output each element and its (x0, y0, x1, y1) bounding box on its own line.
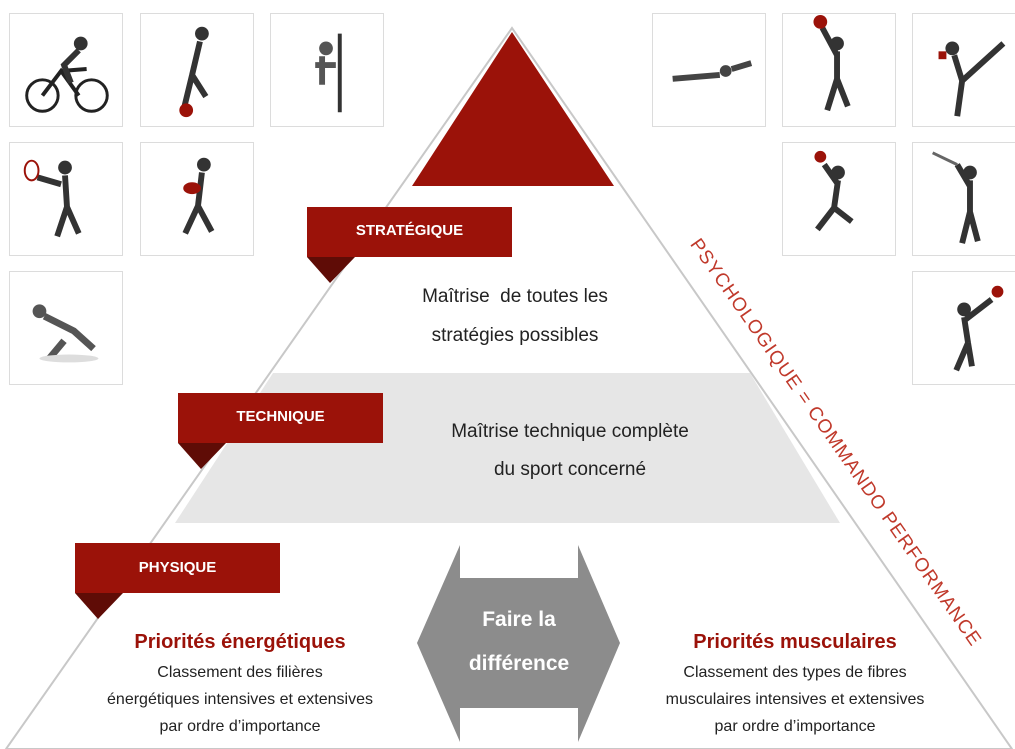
strategique-desc-line1: Maîtrise de toutes les (422, 286, 608, 307)
arrow-text-line2: différence (468, 652, 570, 675)
handball-player-icon (782, 142, 896, 256)
strategique-label: STRATÉGIQUE (355, 222, 464, 239)
technique-label: TECHNIQUE (236, 408, 325, 425)
double-arrow (417, 545, 620, 742)
left-block-line1: Classement des filières (157, 664, 323, 681)
right-block-line2: musculaires intensives et extensives (665, 691, 925, 708)
physique-label: PHYSIQUE (138, 559, 217, 576)
cyclist-icon (9, 13, 123, 127)
technique-desc-line2: du sport concerné (493, 459, 647, 480)
wrestler-icon (9, 271, 123, 385)
left-block-line2: énergétiques intensives et extensives (107, 691, 373, 708)
right-block-line3: par ordre d’importance (714, 718, 876, 735)
kayaker-icon (270, 13, 384, 127)
golfer-icon (912, 142, 1015, 256)
tennis-player-icon (9, 142, 123, 256)
strategique-desc-line2: stratégies possibles (431, 325, 599, 346)
basketball-player-icon (782, 13, 896, 127)
left-block-line3: par ordre d’importance (159, 718, 321, 735)
soccer-player-icon (140, 13, 254, 127)
pyramid-apex (412, 32, 614, 186)
arrow-text-line1: Faire la (482, 608, 556, 631)
ribbon-technique (178, 393, 383, 469)
rugby-player-icon (140, 142, 254, 256)
volleyball-player-icon (912, 271, 1015, 385)
left-block-title: Priorités énergétiques (134, 631, 346, 653)
technique-desc-line1: Maîtrise technique complète (451, 421, 689, 442)
ribbon-physique (75, 543, 280, 619)
right-block-line1: Classement des types de fibres (683, 664, 907, 681)
right-block-title: Priorités musculaires (693, 631, 897, 653)
kickboxer-icon (912, 13, 1015, 127)
swimmer-icon (652, 13, 766, 127)
ribbon-strategique (307, 207, 512, 283)
